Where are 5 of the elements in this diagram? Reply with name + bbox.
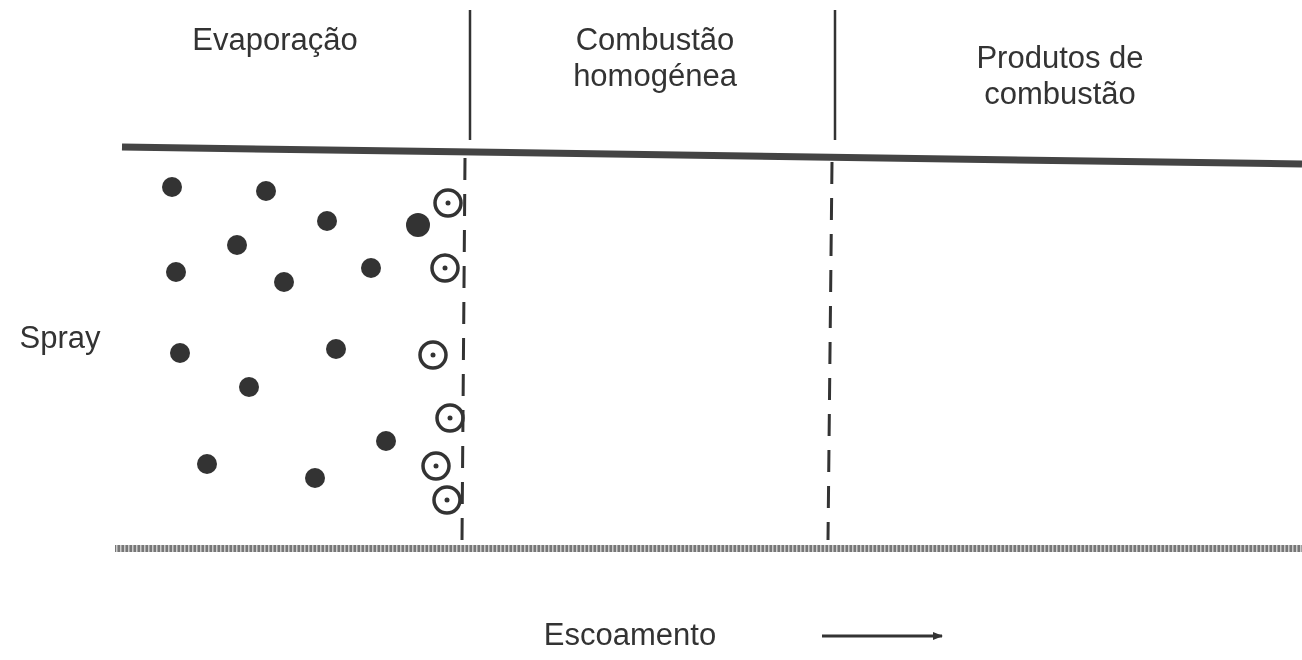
zone-label: Combustão homogénea bbox=[572, 22, 738, 94]
side-label: Spray bbox=[18, 320, 102, 356]
zone-label: Evaporação bbox=[191, 22, 359, 58]
flow-label: Escoamento bbox=[542, 617, 718, 653]
zone-label: Produtos de combustão bbox=[975, 40, 1145, 112]
